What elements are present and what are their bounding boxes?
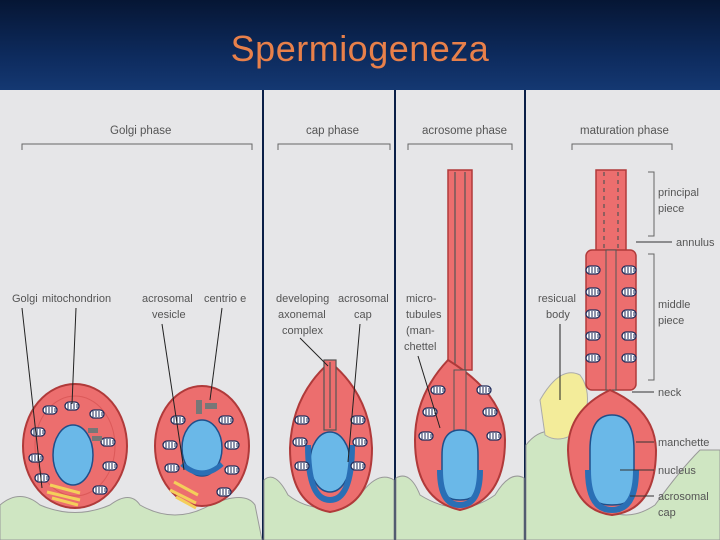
leader-lines (21, 307, 561, 489)
label-developing-1: developing (276, 293, 329, 305)
label-developing-2: axonemal (278, 309, 326, 321)
label-principal-1: principal (658, 187, 699, 199)
phase-maturation-bracket (571, 143, 673, 150)
phase-cap-bracket (277, 143, 391, 150)
phase-acrosome-bracket (407, 143, 513, 150)
phase-cap-label: cap phase (306, 125, 359, 137)
phase-acrosome-label: acrosome phase (422, 125, 507, 137)
spermiogenesis-diagram: Golgi phase cap phase acrosome phase mat… (0, 90, 720, 540)
phase-maturation-label: maturation phase (580, 125, 669, 137)
label-acrosomal-vesicle-1: acrosomal (142, 293, 193, 305)
cell-acrosome (413, 169, 507, 512)
label-residual-2: body (546, 309, 570, 321)
label-microtubules-1: micro- (406, 293, 437, 305)
label-mitochondrion: mitochondrion (42, 293, 111, 305)
cell-cap (288, 359, 374, 514)
principal-bracket (648, 171, 655, 237)
label-middle-2: piece (658, 315, 684, 327)
label-residual-1: resicual (538, 293, 576, 305)
cell-golgi-early (22, 383, 128, 509)
label-golgi: Golgi (12, 293, 38, 305)
phase-golgi-bracket (21, 143, 253, 150)
label-microtubules-2: tubules (406, 309, 442, 321)
label-developing-3: complex (282, 325, 323, 337)
label-acrosomal-cap-2: cap (354, 309, 372, 321)
label-principal-2: piece (658, 203, 684, 215)
label-annulus: annulus (676, 237, 715, 249)
slide-title: Spermiogeneza (230, 28, 490, 69)
slide-header (0, 0, 720, 90)
label-nucleus: nucleus (658, 465, 696, 477)
phase-golgi-label: Golgi phase (110, 125, 171, 137)
label-microtubules-4: chettel (404, 341, 436, 353)
label-centriole: centrio e (204, 293, 246, 305)
middle-bracket (648, 253, 655, 381)
label-acrosomal-cap-r1: acrosomal (658, 491, 709, 503)
label-acrosomal-vesicle-2: vesicle (152, 309, 186, 321)
label-middle-1: middle (658, 299, 690, 311)
label-manchette: manchette (658, 437, 709, 449)
label-neck: neck (658, 387, 682, 399)
cell-golgi-late (154, 385, 250, 510)
label-acrosomal-cap-1: acrosomal (338, 293, 389, 305)
label-acrosomal-cap-r2: cap (658, 507, 676, 519)
label-microtubules-3: (man- (406, 325, 435, 337)
cell-maturation (539, 169, 658, 517)
